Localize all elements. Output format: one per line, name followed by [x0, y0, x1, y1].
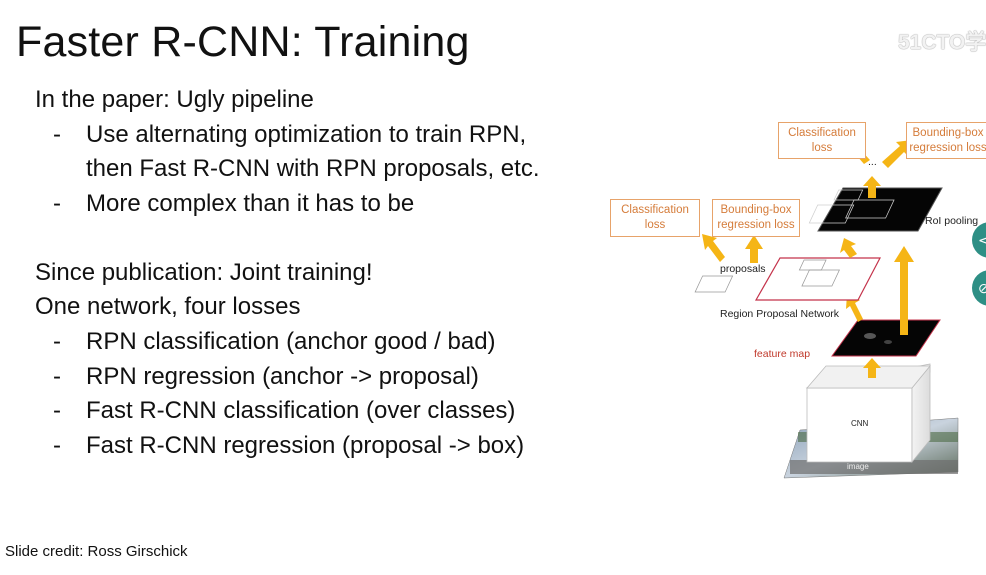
- bullet-dash: -: [53, 432, 61, 459]
- image-label: image: [847, 462, 869, 471]
- roi-pooled-features: [817, 187, 943, 232]
- since-heading: Since publication: Joint training!: [35, 259, 373, 286]
- share-icon: ⋖: [978, 231, 986, 248]
- diagram-graphics: [694, 136, 959, 479]
- faster-rcnn-diagram: Classification loss Bounding-box regress…: [600, 110, 986, 490]
- bullet-text: Use alternating optimization to train RP…: [86, 121, 527, 148]
- network-heading: One network, four losses: [35, 293, 301, 320]
- feature-map: [831, 319, 941, 357]
- share-button[interactable]: ⋖: [972, 222, 986, 258]
- rpn-bbox-loss-box: Bounding-box regression loss: [712, 199, 800, 237]
- bullet-dash: -: [53, 121, 61, 148]
- proposal-box: [801, 269, 840, 287]
- rpn-label: Region Proposal Network: [720, 308, 840, 320]
- roi-pooling-label: RoI pooling: [925, 215, 979, 227]
- arrow-feature-proposals: [846, 294, 863, 322]
- slide-title: Faster R-CNN: Training: [16, 18, 470, 66]
- proposal-box: [798, 259, 827, 271]
- bullet-text: RPN classification (anchor good / bad): [86, 328, 496, 355]
- top-classification-loss-box: Classification loss: [778, 122, 866, 159]
- roi-box: [845, 199, 895, 219]
- bullet-dash: -: [53, 397, 61, 424]
- arrow-proposals-rpn-cls: [702, 234, 725, 262]
- arrow-feature-roi-shaft: [900, 260, 908, 335]
- bullet-text: Fast R-CNN classification (over classes): [86, 397, 516, 424]
- link-icon: ⊘: [978, 279, 986, 296]
- roi-box: [833, 189, 864, 201]
- rpn-classification-loss-box: Classification loss: [610, 199, 700, 237]
- feature-map-blob: [864, 333, 876, 339]
- bullet-text: More complex than it has to be: [86, 190, 415, 217]
- watermark: 51CTO学: [898, 31, 986, 54]
- proposals-label: proposals: [720, 263, 766, 275]
- bullet-dash: -: [53, 363, 61, 390]
- ellipsis-label: ...: [868, 156, 877, 168]
- bullet-dash: -: [53, 190, 61, 217]
- link-button[interactable]: ⊘: [972, 270, 986, 306]
- proposals-plane: [754, 257, 881, 301]
- arrow-roi-up: [863, 176, 881, 198]
- arrow-proposals-rpn-bbox: [745, 235, 763, 263]
- feature-map-blob: [884, 340, 892, 344]
- arrow-proposals-roi: [840, 238, 857, 258]
- top-bbox-loss-box: Bounding-box regression loss: [906, 122, 986, 159]
- arrow-feature-roi-head: [894, 246, 914, 262]
- bullet-text: then Fast R-CNN with RPN proposals, etc.: [86, 155, 540, 182]
- proposal-box: [694, 275, 734, 293]
- bullet-dash: -: [53, 328, 61, 355]
- feature-map-label: feature map: [754, 348, 811, 360]
- arrow-cnn-feature: [863, 358, 881, 378]
- slide-credit: Slide credit: Ross Girschick: [5, 543, 188, 560]
- roi-box: [808, 204, 855, 224]
- cnn-label: CNN: [851, 419, 869, 428]
- bullet-text: RPN regression (anchor -> proposal): [86, 363, 479, 390]
- paper-heading: In the paper: Ugly pipeline: [35, 86, 314, 113]
- bullet-text: Fast R-CNN regression (proposal -> box): [86, 432, 525, 459]
- arrow-roi-top-bbox: [882, 140, 912, 168]
- image-road: [790, 460, 958, 474]
